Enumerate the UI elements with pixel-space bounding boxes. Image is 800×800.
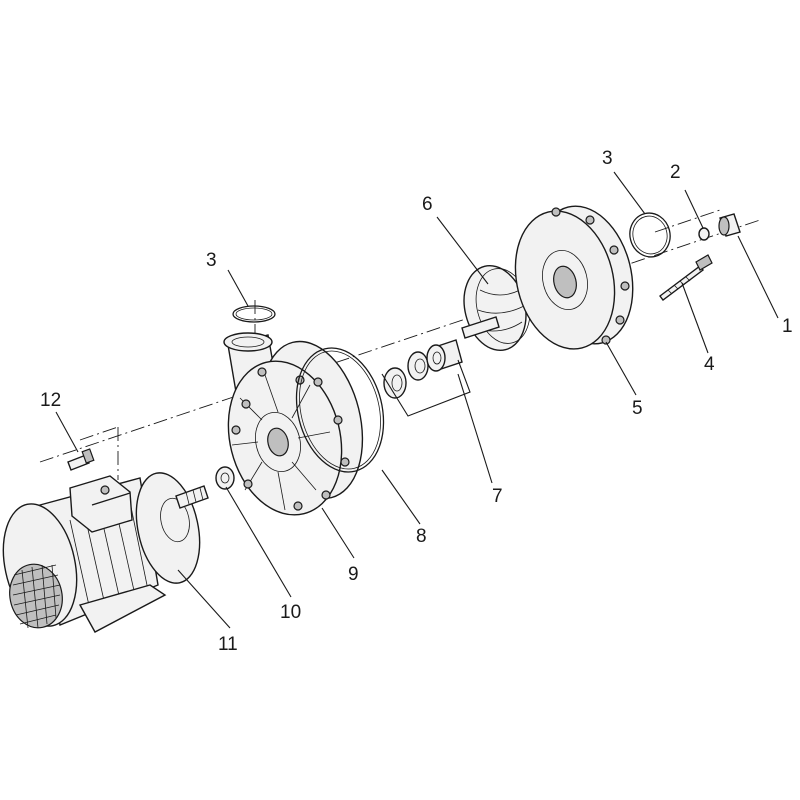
callout-labels: 1 2 3 3 4 5 6 7 8 9 10 11 12	[40, 148, 793, 655]
pump-cover	[514, 205, 634, 350]
callout-1: 1	[782, 316, 793, 337]
callout-11: 11	[218, 634, 238, 655]
drain-plug	[718, 213, 741, 237]
impeller	[461, 264, 531, 352]
washer	[215, 466, 235, 490]
pump-body	[223, 332, 364, 516]
cover-o-ring	[629, 212, 671, 258]
assembly-axis	[39, 209, 761, 480]
cover-bolt	[659, 254, 713, 301]
leader-lines	[55, 171, 779, 629]
callout-4: 4	[704, 354, 715, 375]
electric-motor	[2, 472, 209, 633]
callout-6: 6	[422, 194, 433, 215]
drain-washer	[698, 227, 710, 241]
mounting-screw	[67, 448, 95, 471]
callout-5: 5	[632, 398, 643, 419]
callout-9: 9	[348, 564, 359, 585]
callout-2: 2	[670, 162, 681, 183]
body-o-ring	[295, 347, 385, 473]
callout-7: 7	[492, 486, 503, 507]
fan-guard-grille	[12, 564, 61, 629]
cover-studs	[551, 207, 630, 345]
callout-3-cover: 3	[602, 148, 613, 169]
outlet-o-ring	[232, 305, 276, 323]
callout-10: 10	[280, 602, 301, 623]
callout-12: 12	[40, 390, 61, 411]
mechanical-seal	[383, 339, 463, 399]
body-ribs	[231, 374, 331, 511]
callout-8: 8	[416, 526, 427, 547]
callout-3-outlet: 3	[206, 250, 217, 271]
